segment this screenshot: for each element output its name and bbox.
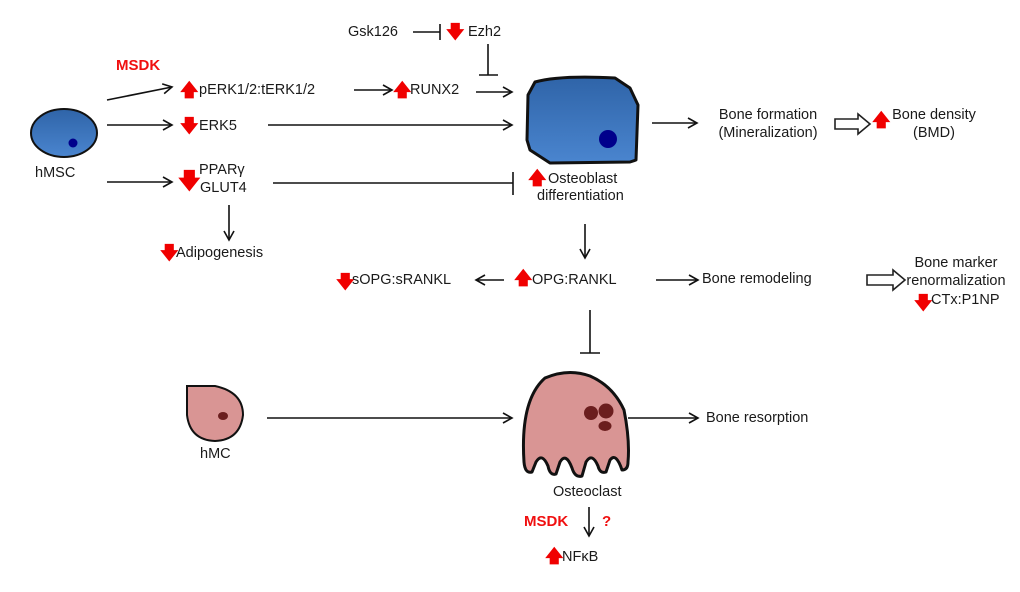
- hmsc-cell-icon: [30, 108, 98, 158]
- up-arrow-icon: 🡅: [514, 268, 533, 288]
- osteoblast-nucleus-icon: [599, 130, 617, 148]
- osteoclast-nucleus-icon: [598, 421, 612, 431]
- ppar-label: PPARγ: [199, 162, 245, 178]
- ezh2-label: Ezh2: [468, 24, 502, 40]
- up-arrow-icon: 🡅: [393, 80, 412, 100]
- hollow-arrow-marker: [866, 268, 907, 292]
- hmc-cell-icon: [186, 385, 245, 443]
- renormalization-label: renormalization: [906, 273, 1006, 289]
- down-arrow-icon: 🡇: [446, 22, 465, 42]
- sopg-label: sOPG:sRANKL: [352, 272, 452, 288]
- osteoclast-nucleus-icon: [584, 406, 598, 420]
- osteoblast-label: Osteoblast: [548, 171, 618, 187]
- up-arrow-icon: 🡅: [528, 168, 547, 188]
- osteoblast-cell-icon: [525, 75, 640, 165]
- adipogenesis-label: Adipogenesis: [176, 245, 264, 261]
- bone-remodeling-label: Bone remodeling: [702, 271, 812, 287]
- osteoclast-label: Osteoclast: [553, 484, 622, 500]
- hmc-label: hMC: [200, 446, 231, 462]
- hmsc-nucleus-icon: [68, 138, 78, 148]
- opg-label: OPG:RANKL: [532, 272, 617, 288]
- msdk-bottom-label: MSDK: [524, 513, 569, 530]
- osteoblast-label-line2: differentiation: [537, 188, 624, 204]
- bone-resorption-label: Bone resorption: [706, 410, 809, 426]
- down-arrow-icon: 🡇: [336, 272, 355, 292]
- runx2-label: RUNX2: [410, 82, 460, 98]
- osteoclast-nucleus-icon: [598, 403, 614, 419]
- up-arrow-icon: 🡅: [545, 546, 564, 566]
- ctx-label: CTx:P1NP: [931, 292, 1000, 308]
- up-arrow-icon: 🡅: [872, 110, 891, 130]
- osteoclast-cell-icon: [521, 371, 630, 478]
- question-mark: ?: [602, 513, 612, 530]
- arrow-hmsc-perk: [106, 83, 174, 101]
- perk-label: pERK1/2:tERK1/2: [199, 82, 316, 98]
- mineralization-label: (Mineralization): [718, 125, 818, 141]
- msdk-top-label: MSDK: [116, 57, 161, 74]
- erk5-label: ERK5: [199, 118, 237, 134]
- down-arrow-icon: 🡇: [178, 168, 201, 193]
- bone-density-label: Bone density: [892, 107, 976, 123]
- gsk126-label: Gsk126: [348, 24, 398, 40]
- hmsc-label: hMSC: [35, 165, 76, 181]
- down-arrow-icon: 🡇: [914, 293, 933, 313]
- glut4-label: GLUT4: [200, 180, 247, 196]
- down-arrow-icon: 🡇: [180, 116, 199, 136]
- bone-marker-label: Bone marker: [914, 255, 998, 271]
- hollow-arrow-bmd: [834, 112, 872, 136]
- nfkb-label: NFκB: [562, 549, 599, 565]
- bmd-label: (BMD): [913, 125, 955, 141]
- down-arrow-icon: 🡇: [160, 243, 179, 263]
- hmc-nucleus-icon: [218, 412, 228, 420]
- up-arrow-icon: 🡅: [180, 80, 199, 100]
- bone-formation-label: Bone formation: [718, 107, 818, 123]
